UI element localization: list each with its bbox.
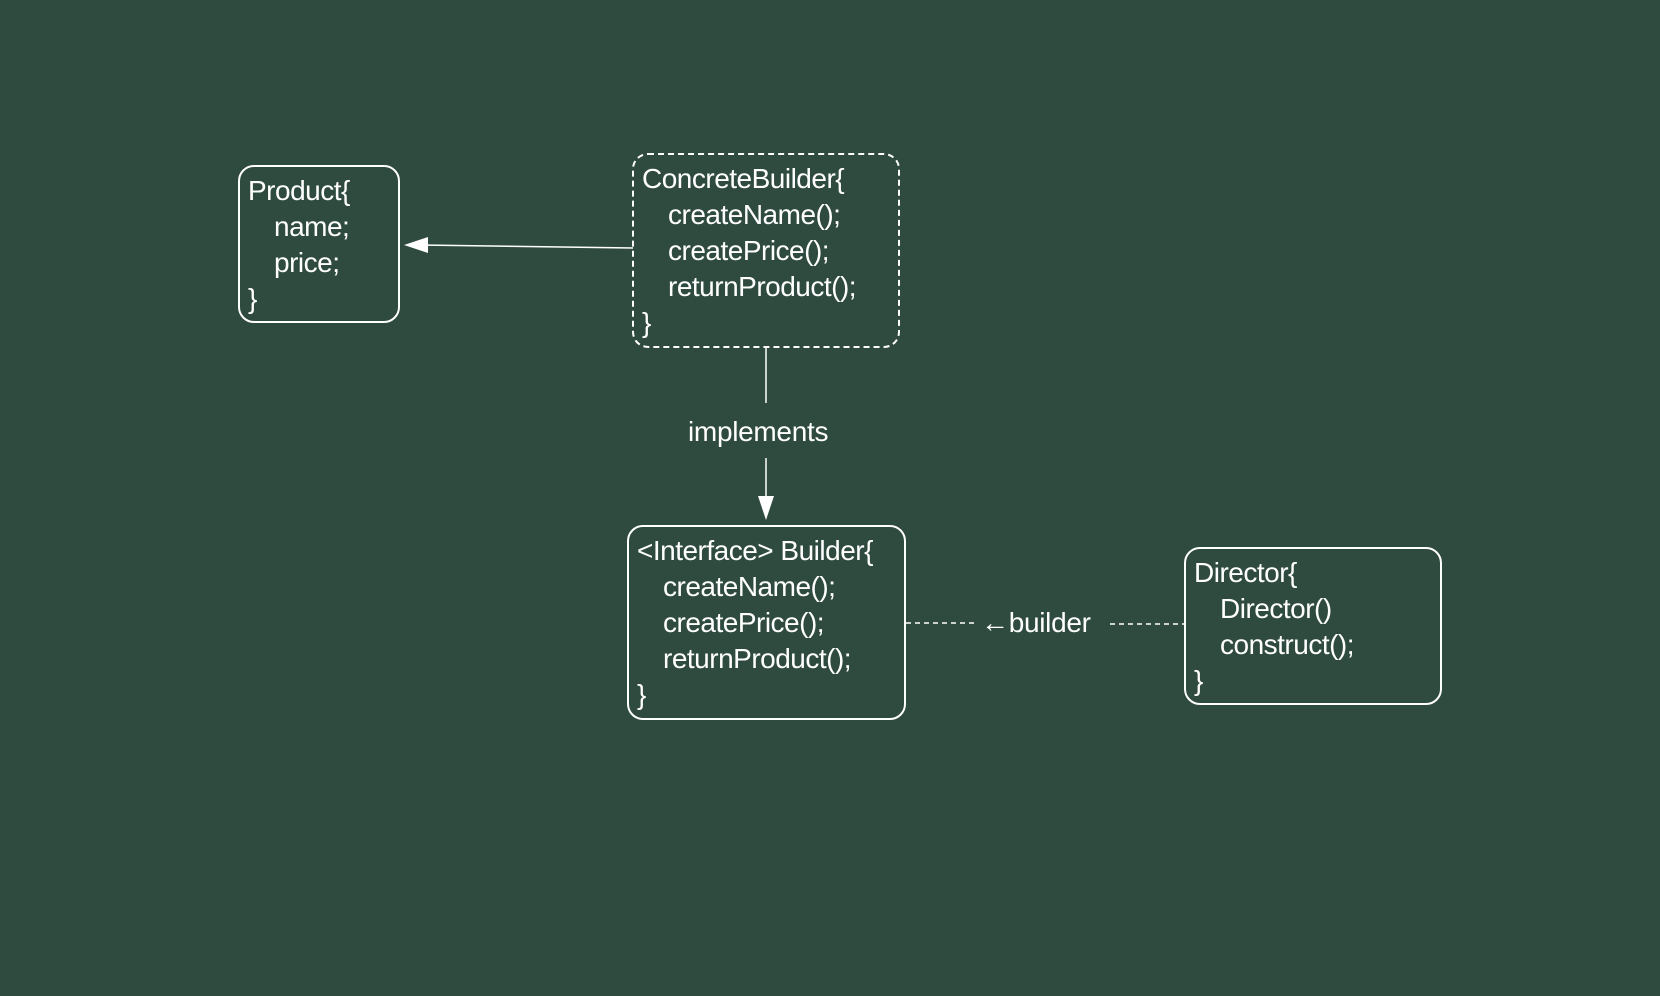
product-field-price: price; (274, 247, 340, 278)
concrete-builder-method-create-price: createPrice(); (668, 235, 830, 266)
product-field-name: name; (274, 211, 350, 242)
concrete-builder-method-create-name: createName(); (668, 199, 841, 230)
builder-interface-method-return-product: returnProduct(); (663, 643, 852, 674)
product-node-close: } (248, 283, 257, 314)
concrete-builder-close: } (642, 307, 651, 338)
director-method-construct: construct(); (1220, 629, 1355, 660)
concrete-builder-node: ConcreteBuilder{ createName(); createPri… (632, 153, 900, 348)
implements-arrowhead (758, 496, 774, 520)
director-title: Director{ (1194, 557, 1297, 588)
director-node: Director{ Director() construct(); } (1184, 547, 1442, 705)
concrete-to-product-edge (419, 244, 634, 249)
product-node-title: Product{ (248, 175, 350, 206)
concrete-builder-title: ConcreteBuilder{ (642, 163, 845, 194)
director-close: } (1194, 665, 1203, 696)
product-node: Product{ name; price; } (238, 165, 400, 323)
concrete-builder-method-return-product: returnProduct(); (668, 271, 857, 302)
builder-interface-title: <Interface> Builder{ (637, 535, 873, 566)
product-arrowhead (404, 237, 428, 253)
director-constructor: Director() (1220, 593, 1332, 624)
builder-interface-node: <Interface> Builder{ createName(); creat… (627, 525, 906, 720)
builder-interface-method-create-name: createName(); (663, 571, 836, 602)
builder-label: ←builder (981, 607, 1091, 638)
builder-interface-close: } (637, 679, 646, 710)
builder-interface-method-create-price: createPrice(); (663, 607, 825, 638)
implements-label: implements (688, 416, 829, 447)
